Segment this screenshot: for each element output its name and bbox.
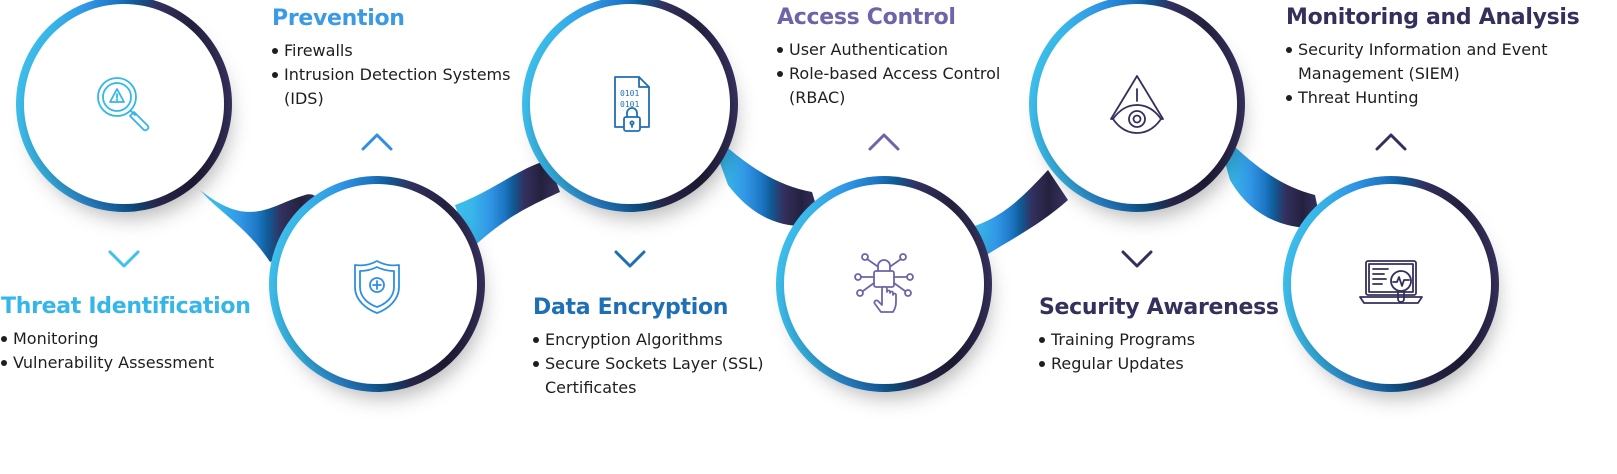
step-access-control: Access Control User Authentication Role-… bbox=[777, 5, 1017, 110]
list-item: Role-based Access Control (RBAC) bbox=[777, 62, 1017, 110]
step-monitoring-analysis: Monitoring and Analysis Security Informa… bbox=[1286, 5, 1580, 110]
step-title: Monitoring and Analysis bbox=[1286, 5, 1580, 30]
chevron-up-icon bbox=[868, 133, 900, 151]
step-items: Encryption Algorithms Secure Sockets Lay… bbox=[533, 328, 773, 400]
svg-text:0101: 0101 bbox=[620, 89, 639, 98]
svg-text:0101: 0101 bbox=[620, 100, 639, 109]
list-item: Firewalls bbox=[272, 39, 532, 63]
laptop-monitoring-icon bbox=[1354, 249, 1428, 323]
node-data-encryption bbox=[530, 4, 730, 204]
list-item: Secure Sockets Layer (SSL) Certificates bbox=[533, 352, 773, 400]
chevron-down-icon bbox=[1121, 250, 1153, 268]
warning-eye-icon bbox=[1100, 67, 1174, 141]
node-access-control bbox=[784, 184, 984, 384]
step-items: Security Information and Event Managemen… bbox=[1286, 38, 1551, 110]
list-item: Intrusion Detection Systems (IDS) bbox=[272, 63, 532, 111]
list-item: Encryption Algorithms bbox=[533, 328, 773, 352]
step-items: Monitoring Vulnerability Assessment bbox=[1, 327, 251, 375]
step-title: Prevention bbox=[272, 6, 405, 31]
node-threat-identification bbox=[24, 4, 224, 204]
chevron-down-icon bbox=[108, 250, 140, 268]
step-title: Data Encryption bbox=[533, 295, 729, 320]
step-title: Access Control bbox=[777, 5, 956, 30]
encrypted-file-lock-icon: 0101 0101 bbox=[593, 67, 667, 141]
step-prevention: Prevention Firewalls Intrusion Detection… bbox=[272, 6, 532, 111]
list-item: Training Programs bbox=[1039, 328, 1279, 352]
step-title: Threat Identification bbox=[1, 294, 251, 319]
magnifier-warning-icon bbox=[87, 67, 161, 141]
list-item: User Authentication bbox=[777, 38, 1017, 62]
list-item: Vulnerability Assessment bbox=[1, 351, 251, 375]
list-item: Regular Updates bbox=[1039, 352, 1279, 376]
list-item: Monitoring bbox=[1, 327, 251, 351]
step-items: User Authentication Role-based Access Co… bbox=[777, 38, 1017, 110]
list-item: Threat Hunting bbox=[1286, 86, 1551, 110]
shield-icon bbox=[340, 249, 414, 323]
step-security-awareness: Security Awareness Training Programs Reg… bbox=[1039, 295, 1279, 376]
step-items: Training Programs Regular Updates bbox=[1039, 328, 1279, 376]
step-title: Security Awareness bbox=[1039, 295, 1279, 320]
step-data-encryption: Data Encryption Encryption Algorithms Se… bbox=[533, 295, 773, 400]
step-threat-identification: Threat Identification Monitoring Vulnera… bbox=[1, 294, 251, 375]
chevrons bbox=[108, 133, 1407, 268]
step-items: Firewalls Intrusion Detection Systems (I… bbox=[272, 39, 532, 111]
chevron-up-icon bbox=[1375, 133, 1407, 151]
chevron-down-icon bbox=[614, 250, 646, 268]
list-item: Security Information and Event Managemen… bbox=[1286, 38, 1551, 86]
touch-lock-network-icon bbox=[847, 249, 921, 323]
chevron-up-icon bbox=[361, 133, 393, 151]
node-security-awareness bbox=[1037, 4, 1237, 204]
